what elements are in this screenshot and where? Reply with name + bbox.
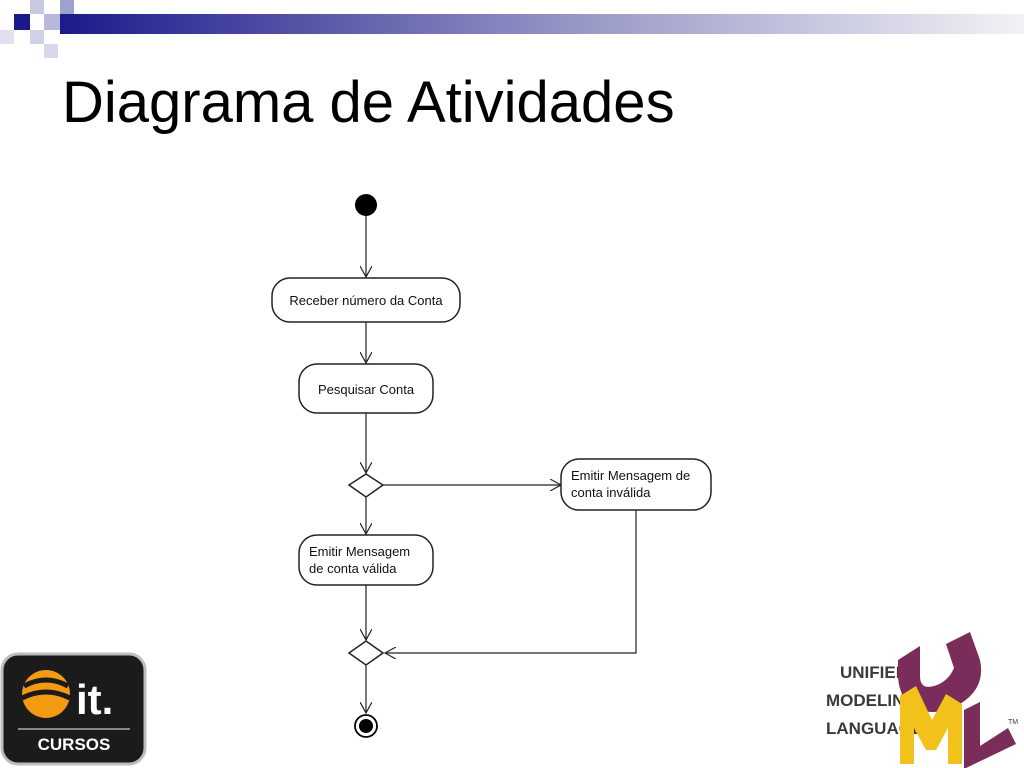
- square-light: [44, 14, 60, 30]
- action-receber-numero-conta: [271, 277, 461, 323]
- final-node-inner: [359, 719, 373, 733]
- label-invalida-line1: Emitir Mensagem de: [571, 468, 690, 483]
- gradient-band: [60, 14, 1024, 34]
- label-valida-line2: de conta válida: [309, 561, 397, 576]
- top-decoration-bar: [0, 0, 1024, 58]
- uml-word-language: LANGUAGE: [826, 719, 923, 738]
- logo-caption-text: CURSOS: [38, 735, 111, 754]
- uml-letter-l: [964, 702, 1016, 768]
- logo-brand-text: it.: [76, 676, 113, 723]
- label-valida-line1: Emitir Mensagem: [309, 544, 410, 559]
- uml-word-modeling: MODELING: [826, 691, 918, 710]
- uml-letter-m: [900, 686, 962, 764]
- merge-node: [347, 640, 385, 666]
- slide-title: Diagrama de Atividades: [62, 70, 675, 135]
- square-light: [0, 30, 14, 44]
- uml-trademark: TM: [1008, 719, 1018, 726]
- action-pesquisar-conta: [298, 363, 434, 414]
- action-emitir-mensagem-valida: [298, 534, 434, 586]
- logo-divider: [18, 728, 130, 730]
- it-cursos-logo: it. CURSOS: [0, 652, 147, 766]
- square-light: [30, 30, 44, 44]
- orange-sphere-icon: [20, 670, 72, 718]
- label-receber-numero-conta: Receber número da Conta: [289, 293, 443, 308]
- decision-node: [347, 473, 385, 498]
- square-mid: [60, 0, 74, 14]
- initial-node: [355, 194, 377, 216]
- square-dark: [14, 14, 30, 30]
- square-light: [44, 44, 58, 58]
- action-emitir-mensagem-invalida: [560, 458, 712, 511]
- label-pesquisar-conta: Pesquisar Conta: [318, 382, 415, 397]
- square-light: [30, 0, 44, 14]
- label-invalida-line2: conta inválida: [571, 485, 651, 500]
- uml-logo: UNIFIED MODELING LANGUAGE TM: [826, 632, 1018, 768]
- edge-invalida-to-merge: [385, 510, 637, 653]
- uml-word-unified: UNIFIED: [840, 663, 908, 682]
